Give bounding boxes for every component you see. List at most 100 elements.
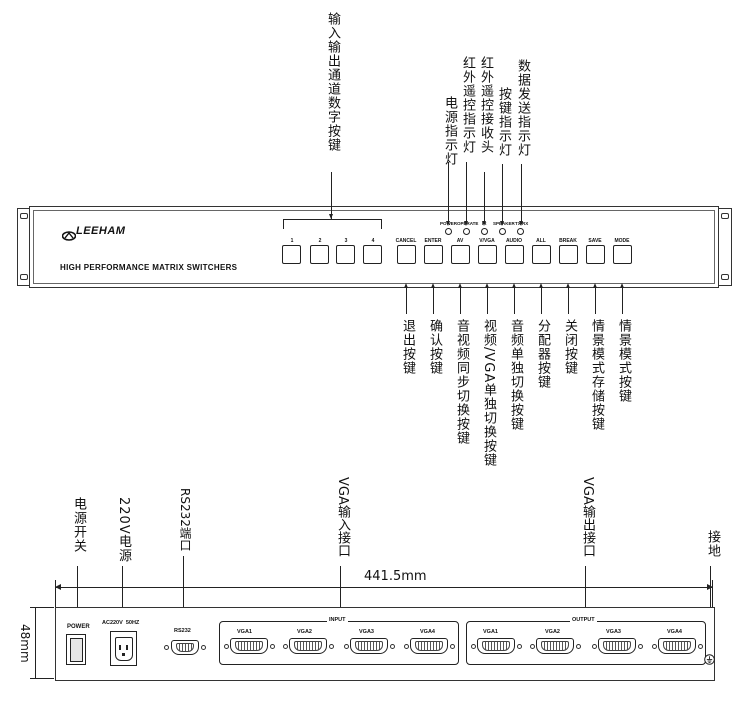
ground-terminal-icon[interactable] [704, 650, 715, 665]
all-callout-line [541, 286, 542, 314]
speaker-callout-line [502, 164, 503, 224]
all-callout-arrow [539, 283, 543, 288]
txrx-callout-line [521, 164, 522, 224]
mode-button[interactable] [613, 245, 632, 264]
input-vga2-port[interactable] [289, 638, 327, 654]
ir-receiver-callout: 红外遥控接收头 [478, 56, 493, 154]
ground-callout: 接地 [705, 530, 720, 558]
width-dim-line [55, 587, 713, 588]
break-callout: 关闭按键 [562, 319, 577, 375]
av-label: AV [456, 238, 464, 244]
av-button[interactable] [451, 245, 470, 264]
audio-callout: 音频单独切换按键 [508, 319, 523, 431]
width-dim-tick-right [712, 580, 713, 610]
input-vga1-screw-left [224, 644, 229, 649]
mode-callout-line [622, 286, 623, 314]
width-dim-tick-left [55, 580, 56, 610]
operate-led [463, 228, 470, 235]
ac-power-inlet[interactable] [110, 631, 137, 666]
output-vga2-screw-left [530, 644, 535, 649]
vga-in-callout-line [340, 566, 341, 614]
rs232-port-label: RS232 [174, 628, 191, 634]
digit-button-4[interactable] [363, 245, 382, 264]
power-switch-rocker [70, 638, 83, 662]
power-led-callout-line [448, 162, 449, 224]
break-label: BREAK [559, 238, 577, 244]
output-vga4-port[interactable] [658, 638, 696, 654]
rs232-callout: RS232端口 [178, 488, 192, 551]
ac-inlet-pin-left [119, 645, 121, 650]
left-ear-hole-top [20, 213, 28, 219]
output-vga2-port[interactable] [536, 638, 574, 654]
mode-label: MODE [614, 238, 630, 244]
right-ear-hole-bottom [721, 274, 729, 280]
power-switch[interactable] [66, 634, 86, 665]
save-label: SAVE [588, 238, 602, 244]
save-callout-arrow [593, 283, 597, 288]
output-vga4-screw-left [652, 644, 657, 649]
digit-button-1[interactable] [282, 245, 301, 264]
power-led-callout: 电源指示灯 [442, 96, 457, 166]
all-label: ALL [536, 238, 546, 244]
output-vga1-screw-left [471, 644, 476, 649]
rs232-screw-left [164, 645, 169, 650]
audio-callout-arrow [512, 283, 516, 288]
txrx-led [517, 228, 524, 235]
width-dim-label: 441.5mm [364, 569, 427, 584]
digit-button-3[interactable] [336, 245, 355, 264]
save-callout: 情景模式存储按键 [589, 319, 604, 431]
brand-logo-icon [61, 226, 77, 241]
height-dim-tick-top [30, 607, 54, 608]
digit-callout-arrow [329, 214, 333, 219]
save-button[interactable] [586, 245, 605, 264]
digit-button-2[interactable] [310, 245, 329, 264]
output-vga3-label: VGA3 [606, 629, 621, 635]
ac-inlet-pin-ground [122, 653, 125, 656]
digit-group-bracket [283, 219, 382, 229]
audio-label: AUDIO [505, 238, 523, 244]
power-led [445, 228, 452, 235]
cancel-button[interactable] [397, 245, 416, 264]
digit-label-3: 3 [344, 238, 348, 244]
break-callout-arrow [566, 283, 570, 288]
av-callout: 音视频同步切换按键 [454, 319, 469, 445]
input-vga4-label: VGA4 [420, 629, 435, 635]
input-vga2-pins [294, 641, 322, 651]
digit-label-1: 1 [290, 238, 294, 244]
enter-button[interactable] [424, 245, 443, 264]
front-subtitle: HIGH PERFORMANCE MATRIX SWITCHERS [60, 263, 238, 272]
left-ear-hole-bottom [20, 274, 28, 280]
input-vga2-screw-right [329, 644, 334, 649]
enter-callout-line [433, 286, 434, 314]
break-button[interactable] [559, 245, 578, 264]
all-button[interactable] [532, 245, 551, 264]
digit-label-2: 2 [318, 238, 322, 244]
enter-label: ENTER [424, 238, 442, 244]
power-switch-callout-line [77, 566, 78, 616]
output-vga1-label: VGA1 [483, 629, 498, 635]
output-vga4-screw-right [698, 644, 703, 649]
vvga-callout: 视频/VGA单独切换按键 [481, 319, 496, 468]
audio-button[interactable] [505, 245, 524, 264]
output-vga3-port[interactable] [598, 638, 636, 654]
input-vga4-port[interactable] [410, 638, 448, 654]
rs232-port[interactable] [171, 640, 199, 655]
vvga-button[interactable] [478, 245, 497, 264]
input-vga3-port[interactable] [350, 638, 388, 654]
output-vga2-label: VGA2 [545, 629, 560, 635]
output-group-label: OUTPUT [570, 617, 597, 623]
rs232-callout-line [183, 556, 184, 616]
digit-label-4: 4 [371, 238, 375, 244]
digit-buttons-callout: 输入输出通道数字按键 [325, 12, 340, 152]
save-callout-line [595, 286, 596, 314]
output-vga1-port[interactable] [477, 638, 515, 654]
input-vga1-port[interactable] [230, 638, 268, 654]
cancel-callout-arrow [404, 283, 408, 288]
vga-in-callout: VGA输入接口 [335, 477, 350, 557]
enter-callout: 确认按键 [427, 319, 442, 375]
height-dim-line [35, 607, 36, 679]
ac-inlet-pin-right [126, 645, 128, 650]
cancel-callout-line [406, 286, 407, 314]
vga-out-callout-line [585, 566, 586, 614]
speaker-led [499, 228, 506, 235]
